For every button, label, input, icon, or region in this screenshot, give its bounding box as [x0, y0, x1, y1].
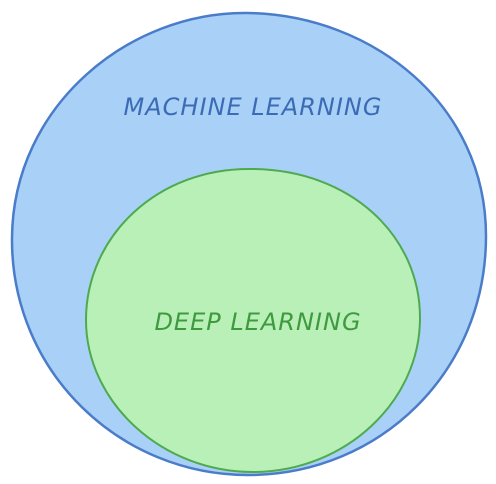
deep-learning-label: DEEP LEARNING: [154, 308, 361, 336]
machine-learning-label: MACHINE LEARNING: [124, 93, 383, 121]
deep-learning-circle: [85, 167, 421, 474]
